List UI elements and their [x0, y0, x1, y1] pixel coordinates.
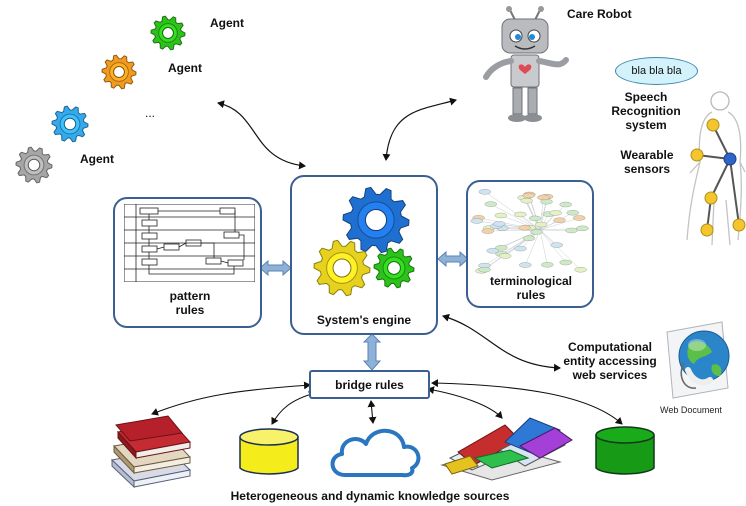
speech-bubble: bla bla bla — [615, 57, 698, 85]
terminological-rules-label: terminological rules — [478, 274, 584, 302]
pattern-rules-box: pattern rules — [113, 197, 262, 328]
double-arrow-engine-bridge — [362, 333, 382, 371]
systems-engine-label: System's engine — [316, 313, 412, 327]
ontology-graph-icon — [470, 189, 589, 274]
bridge-rules-box: bridge rules — [309, 370, 430, 399]
arrow-engine-webservice — [442, 313, 561, 372]
books-icon-colorful — [440, 417, 573, 481]
database-icon-green — [595, 426, 655, 475]
gear-icon-orange — [101, 54, 137, 90]
arrow-bridge-green-db — [431, 379, 623, 425]
systems-engine-box — [290, 175, 438, 335]
robot-icon — [483, 6, 569, 122]
double-arrow-pattern-engine — [259, 259, 292, 277]
agent-label-1: Agent — [210, 16, 244, 30]
agent-ellipsis: ... — [145, 106, 156, 120]
speech-recognition-label: Speech Recognition system — [611, 90, 681, 132]
pattern-rules-label: pattern rules — [169, 289, 211, 317]
bridge-rules-label: bridge rules — [335, 378, 404, 392]
cloud-icon — [330, 428, 421, 478]
agent-label-3: Agent — [80, 152, 114, 166]
arrow-bridge-colorbooks — [427, 386, 503, 419]
agent-label-2: Agent — [168, 61, 202, 75]
globe-icon — [666, 321, 730, 399]
arrow-bridge-cloud — [367, 400, 377, 424]
gear-icon-gray — [15, 146, 53, 184]
computational-entity-label: Computational entity accessing web servi… — [563, 340, 657, 382]
gear-icon-lightblue — [51, 105, 89, 143]
web-document-label: Web Document — [660, 405, 722, 415]
care-robot-label: Care Robot — [567, 7, 632, 21]
flowchart-icon — [124, 204, 255, 282]
database-icon-yellow — [239, 428, 299, 475]
wearable-sensors-label: Wearable sensors — [620, 148, 674, 176]
arrow-robot-engine — [382, 97, 457, 161]
human-body-icon — [686, 91, 746, 246]
arrow-agents-engine — [217, 100, 306, 170]
arrow-bridge-books — [151, 381, 311, 416]
terminological-rules-box: terminological rules — [466, 180, 594, 308]
double-arrow-engine-terminological — [437, 250, 469, 268]
knowledge-sources-label: Heterogeneous and dynamic knowledge sour… — [230, 489, 510, 503]
books-icon — [110, 415, 192, 489]
gear-icon-green — [150, 15, 186, 51]
